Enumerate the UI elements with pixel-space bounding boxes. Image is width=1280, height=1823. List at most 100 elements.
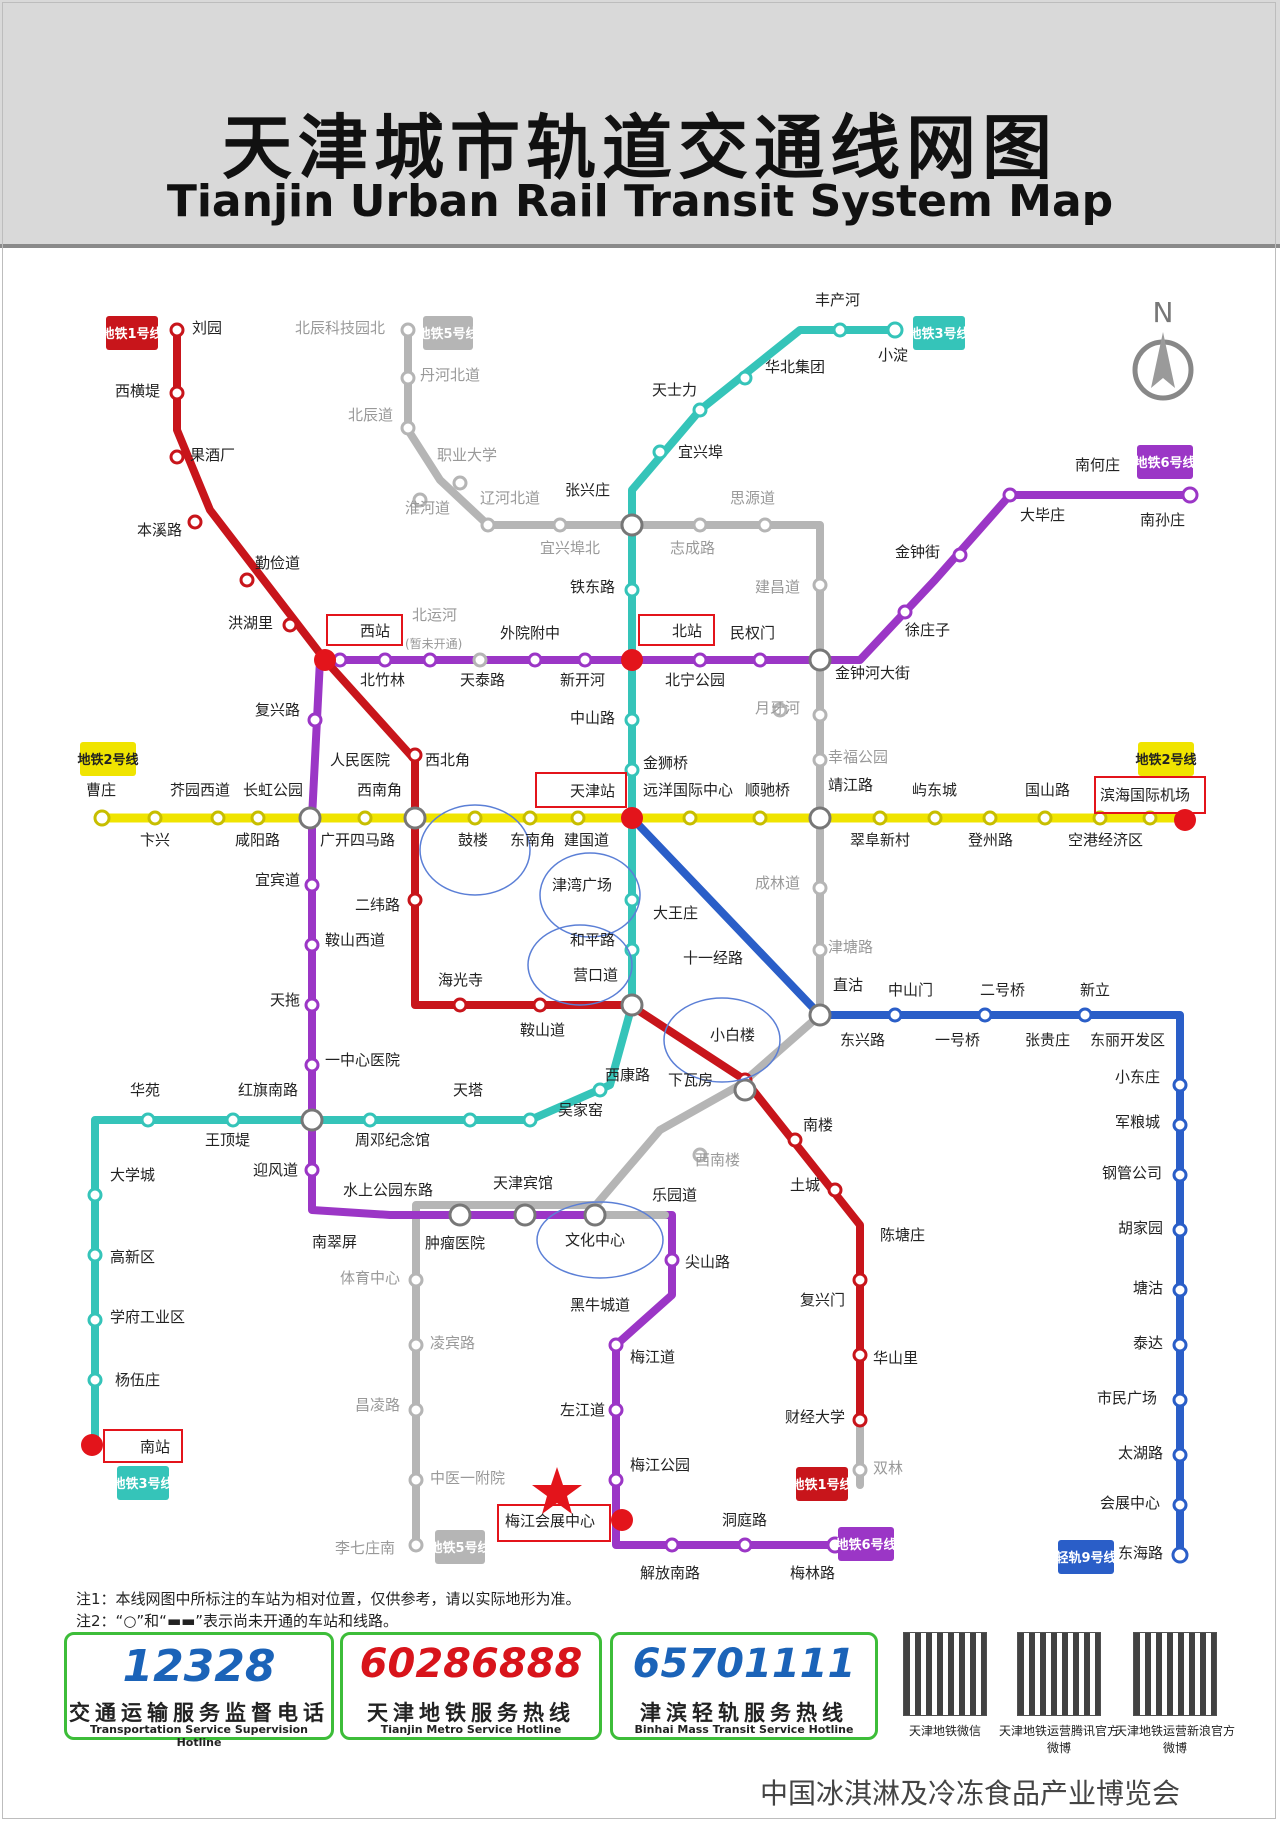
station-label: 解放南路 [640,1564,700,1582]
station-label: 复兴门 [800,1291,845,1309]
footer-watermark: 中国冰淇淋及冷冻食品产业博览会 [760,1777,1181,1810]
station-label: 刘园 [192,319,222,337]
station-label: 新立 [1080,981,1110,999]
station-label: 外院附中 [500,624,560,642]
hotline-metro-label: 天津地铁服务热线 [367,1701,575,1725]
station-label: 丹河北道 [420,366,480,384]
station-label: 十一经路 [683,949,743,967]
line9-track [628,814,1184,1559]
qr-label-tencent-weibo: 天津地铁运营腾讯官方微博 [999,1724,1120,1755]
station-label: 下瓦房 [668,1071,713,1089]
station-label: 会展中心 [1100,1494,1160,1512]
station-label: 长虹公园 [243,781,303,799]
station-label: 芥园西道 [170,781,230,799]
station-label: 黑牛城道 [570,1296,630,1314]
station-label: 西南角 [357,781,402,799]
station-label: 天塔 [453,1081,483,1099]
station-label: 二号桥 [980,981,1025,999]
svg-text:轻轨9号线: 轻轨9号线 [1055,1550,1116,1566]
station-label: 北运河 [412,606,457,624]
station-label: 洪湖里 [228,614,273,632]
badge-line1-top: 地铁1号线 [101,316,163,350]
hotline-binhai-label: 津滨轻轨服务热线 [640,1701,848,1725]
hotline-metro-label-en: Tianjin Metro Service Hotline [380,1723,562,1736]
hotline-metro-number: 60286888 [359,1641,583,1687]
station-label: 金钟街 [895,543,940,561]
map-note-1: 注1：本线网图中所标注的车站为相对位置，仅供参考，请以实际地形为准。 [76,1590,581,1608]
station-label: 新开河 [560,671,605,689]
line6-track [308,491,1194,1549]
svg-text:地铁3号线: 地铁3号线 [112,1476,173,1492]
badge-line3-top: 地铁3号线 [908,316,970,350]
station-label: 东兴路 [840,1031,885,1049]
station-label: 陈塘庄 [880,1226,925,1244]
station-label: 南孙庄 [1140,511,1185,529]
svg-text:地铁5号线: 地铁5号线 [429,1540,490,1556]
station-dots [87,321,1199,1564]
svg-text:地铁6号线: 地铁6号线 [1134,455,1195,471]
station-label: 北宁公园 [665,671,725,689]
badge-line6-top: 地铁6号线 [1134,445,1196,479]
station-label: 小白楼 [710,1026,755,1044]
hotline-metro-card: 60286888 天津地铁服务热线 Tianjin Metro Service … [340,1632,602,1740]
station-label: 金狮桥 [643,754,688,772]
star-icon [532,1467,582,1514]
badge-line1-bottom: 地铁1号线 [791,1467,853,1501]
station-label: 乐园道 [652,1186,697,1204]
station-label: 直沽 [833,976,863,994]
station-label: 洞庭路 [722,1511,767,1529]
station-label: 鼓楼 [458,831,488,849]
station-label: 北辰科技园北 [295,319,385,337]
rail-network-map: N 地铁1号线 地铁5号线 地铁3号线 地铁6号线 地铁2号线 地铁2号线 地铁… [77,291,1206,1582]
svg-text:地铁5号线: 地铁5号线 [417,326,478,342]
station-label: 市民广场 [1097,1389,1157,1407]
station-label: 昌凌路 [355,1396,400,1414]
station-label: 张兴庄 [565,481,610,499]
station-label: 迎风道 [253,1161,298,1179]
station-label: 北站 [672,622,702,640]
hotline-transport-number: 12328 [122,1641,276,1692]
badge-line2-right: 地铁2号线 [1135,742,1197,776]
qr-code-sina-weibo-icon [1133,1632,1217,1716]
station-label: 一号桥 [935,1031,980,1049]
station-label: 本溪路 [137,521,182,539]
station-label: 徐庄子 [905,621,950,639]
hotline-transport-label: 交通运输服务监督电话 [69,1701,329,1725]
station-label: 成林道 [755,874,800,892]
station-label: 土城 [790,1176,820,1194]
station-label: 民权门 [730,624,775,642]
station-label: 宜兴埠 [678,443,723,461]
station-label: 空港经济区 [1068,831,1143,849]
station-label: 咸阳路 [235,831,280,849]
station-label: 西站 [360,622,390,640]
map-note-2: 注2：“○”和“▬▬”表示尚未开通的车站和线路。 [76,1612,399,1630]
station-label: 周邓纪念馆 [355,1131,430,1149]
hotline-transport-card: 12328 交通运输服务监督电话 Transportation Service … [64,1632,334,1749]
station-label: 西南楼 [695,1151,740,1169]
station-label: 幸福公园 [828,748,888,766]
station-label: 军粮城 [1115,1113,1160,1131]
station-labels: 刘园 西横堤 果酒厂 本溪路 勤俭道 洪湖里 西站 北站 天津站 滨海国际机场 … [86,291,1190,1582]
station-label: 文化中心 [565,1231,625,1249]
station-label: 天津站 [570,782,615,800]
station-label: (暂未开通) [405,637,462,651]
station-label: 建国道 [564,831,609,849]
hotline-transport-label-en: Transportation Service Supervision Hotli… [89,1723,309,1749]
station-label: 海光寺 [438,971,483,989]
station-label: 中山门 [888,981,933,999]
station-label: 靖江路 [828,776,873,794]
line1-track [173,326,864,1424]
station-label: 果酒厂 [190,446,235,464]
map-title-en: Tianjin Urban Rail Transit System Map [166,176,1114,227]
station-label: 凌宾路 [430,1334,475,1352]
qr-label-sina-weibo: 天津地铁运营新浪官方微博 [1115,1724,1236,1755]
station-label: 辽河北道 [480,489,540,507]
interchange-stations [298,513,832,1227]
station-label: 和平路 [570,931,615,949]
station-label: 梅江会展中心 [505,1512,595,1530]
station-label: 南翠屏 [312,1233,357,1251]
hub-stations [81,649,1196,1531]
station-label: 南楼 [803,1116,833,1134]
station-label: 营口道 [573,966,618,984]
